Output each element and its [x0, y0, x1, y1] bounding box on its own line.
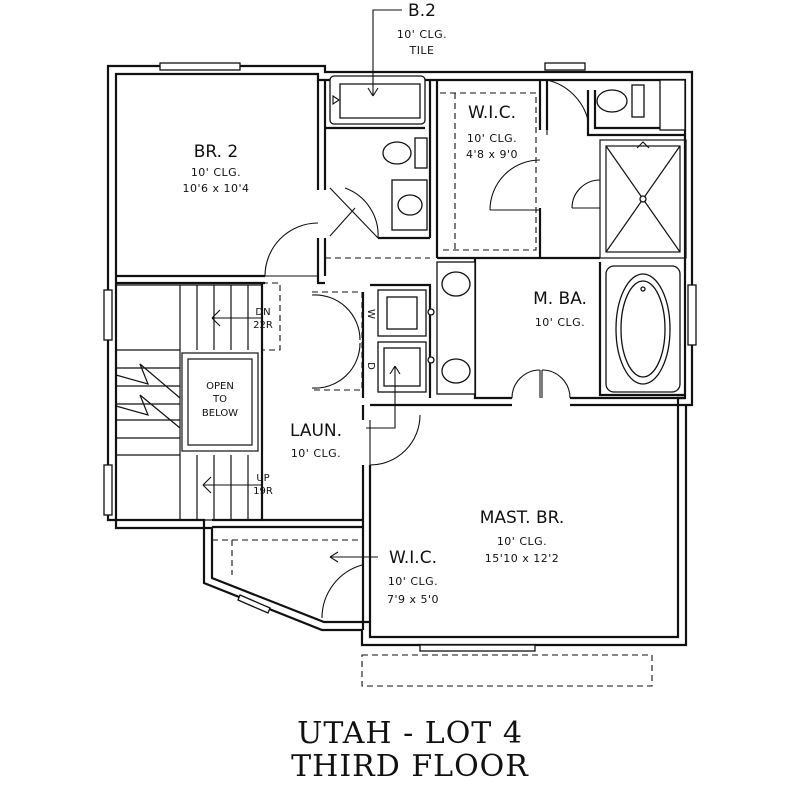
stair-up-label: UP [256, 473, 269, 484]
br2-name: BR. 2 [194, 142, 239, 162]
callout-finish: TILE [408, 44, 434, 57]
leader-lines [329, 9, 402, 563]
plan-title-line-2: THIRD FLOOR [291, 749, 529, 784]
mastbr-size: 15'10 x 12'2 [485, 552, 560, 565]
mba-ceiling: 10' CLG. [535, 316, 585, 329]
mastbr-ceiling: 10' CLG. [497, 535, 547, 548]
wic2-ceiling: 10' CLG. [388, 575, 438, 588]
open-to-below-line-2: TO [212, 394, 227, 405]
windows [103, 62, 697, 652]
mba-name: M. BA. [533, 289, 587, 309]
br2-size: 10'6 x 10'4 [182, 182, 249, 195]
laun-name: LAUN. [290, 421, 342, 441]
stair-down-risers: 22R [253, 320, 273, 331]
wic1-ceiling: 10' CLG. [467, 132, 517, 145]
open-to-below-line-3: BELOW [202, 408, 238, 419]
open-to-below-line-1: OPEN [206, 381, 234, 392]
fixtures [329, 75, 686, 395]
dryer-label: D [365, 362, 376, 370]
wic1-name: W.I.C. [468, 103, 516, 123]
laun-ceiling: 10' CLG. [291, 447, 341, 460]
stair-down-label: DN [255, 307, 270, 318]
mastbr-name: MAST. BR. [480, 508, 565, 528]
dashed-lines [212, 92, 653, 687]
wic2-name: W.I.C. [389, 548, 437, 568]
stair-up-risers: 19R [253, 486, 273, 497]
wic1-size: 4'8 x 9'0 [466, 148, 518, 161]
plan-title-line-1: UTAH - LOT 4 [297, 716, 523, 751]
wic2-size: 7'9 x 5'0 [387, 593, 439, 606]
callout-ceiling: 10' CLG. [397, 28, 447, 41]
labels: B.2 10' CLG. TILE BR. 2 10' CLG. 10'6 x … [182, 1, 586, 784]
stairs [115, 284, 262, 521]
callout-name: B.2 [408, 1, 436, 21]
br2-ceiling: 10' CLG. [191, 166, 241, 179]
doors [264, 79, 601, 619]
washer-label: W [365, 309, 376, 319]
